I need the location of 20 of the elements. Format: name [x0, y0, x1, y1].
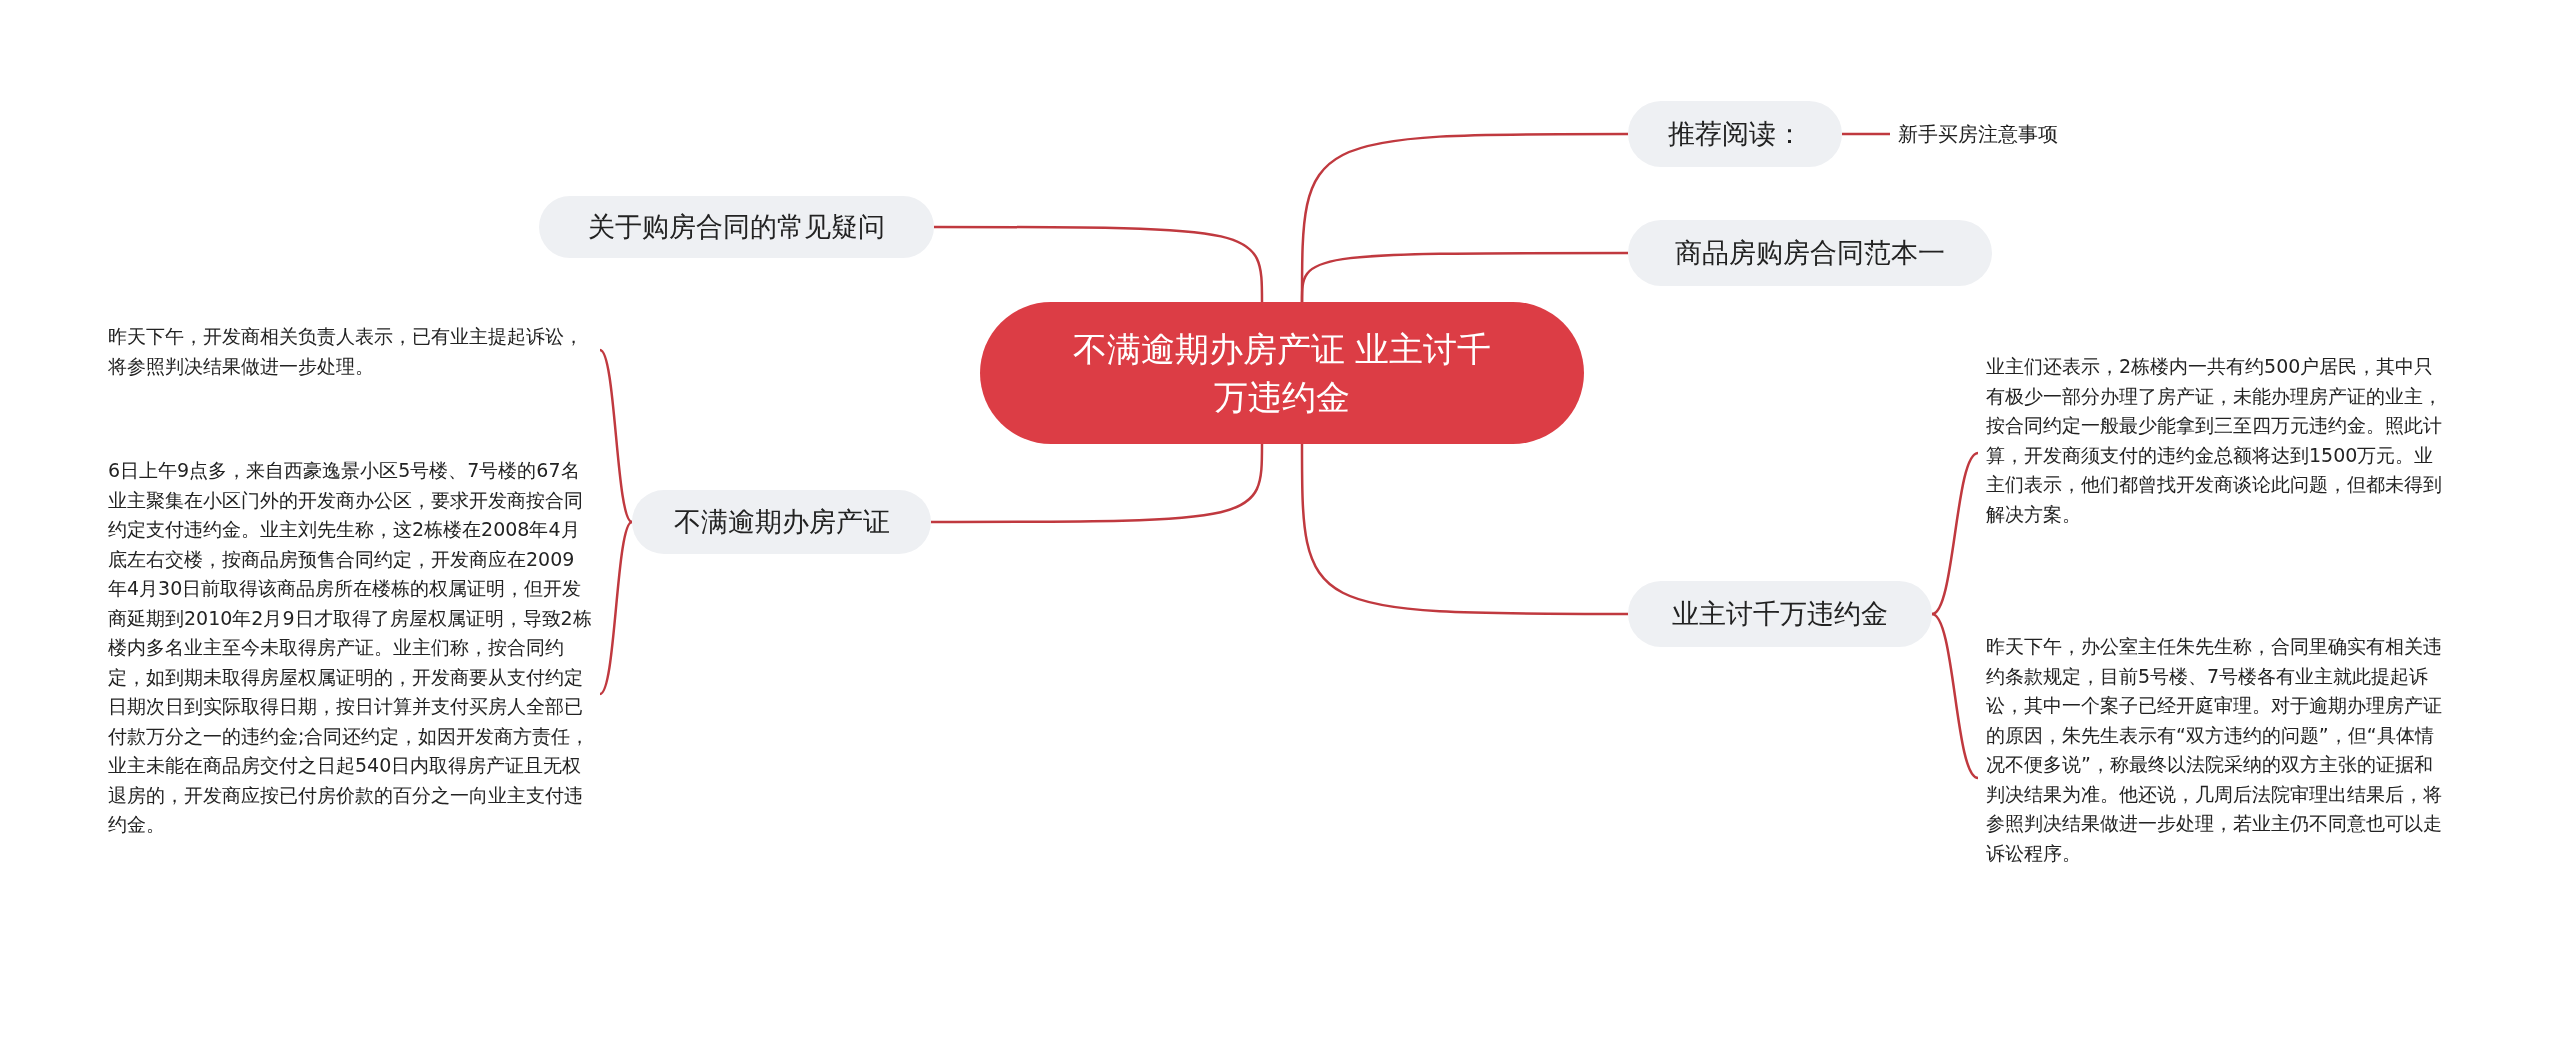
connector-line [1931, 612, 1979, 780]
topic-pill: 关于购房合同的常见疑问 [539, 196, 934, 258]
connector-line [1300, 251, 1628, 303]
connector-line [934, 225, 1264, 302]
paragraph-text: 6日上午9点多，来自西豪逸景小区5号楼、7号楼的67名业主聚集在小区门外的开发商办公区，要求开发商按合同约定支付违约金。业主刘先生称，这2栋楼在2008年4月底左右交楼，按商品房预售合同约定，开发商应在2009年4月30日前取得该商品房所在楼栋的权属证明，但开发商延期到2010年2月9日才取得了房屋权属证明，导致2栋楼内多名业主至今未取得房产证。业主们称，按合同约定，如到期未取得房屋权属证明的，开发商要从支付约定日期次日到实际取得日期，按日计算并支付买房人全部已付款万分之一的违约金;合同还约定，如因开发商方责任，业主未能在商品房交付之日起540日内取得房产证且无权退房的，开发商应按已付房价款的百分之一向业主支付违约金。 [100, 452, 600, 936]
paragraph-text: 昨天下午，办公室主任朱先生称，合同里确实有相关违约条款规定，目前5号楼、7号楼各有业主就此提起诉讼，其中一个案子已经开庭审理。对于逾期办理房产证的原因，朱先生表示有“双方违约的问题”，但“具体情况不便多说”，称最终以法院采纳的双方主张的证据和判决结果为准。他还说，几周后法院审理出结果后，将参照判决结果做进一步处理，若业主仍不同意也可以走诉讼程序。 [1978, 628, 2458, 928]
connector-line [1931, 451, 1979, 616]
connector-line [599, 521, 633, 695]
paragraph-text: 昨天下午，开发商相关负责人表示，已有业主提起诉讼，将参照判决结果做进一步处理。 [100, 318, 600, 382]
central-topic: 不满逾期办房产证 业主讨千万违约金 [980, 302, 1584, 444]
topic-pill: 商品房购房合同范本一 [1628, 220, 1992, 286]
paragraph-text: 业主们还表示，2栋楼内一共有约500户居民，其中只有极少一部分办理了房产证，未能办理房产证的业主，按合同约定一般最少能拿到三至四万元违约金。照此计算，开发商须支付的违约金总额将达到1500万元。业主们表示，他们都曾找开发商谈论此问题，但都未得到解决方案。 [1978, 348, 2458, 558]
connector-line [599, 349, 633, 523]
topic-pill: 推荐阅读： [1628, 101, 1842, 167]
topic-pill: 业主讨千万违约金 [1628, 581, 1932, 647]
connector-line [1842, 132, 1890, 136]
connector-line [1300, 444, 1628, 616]
topic-pill: 不满逾期办房产证 [632, 490, 931, 554]
leaf-text: 新手买房注意事项 [1890, 118, 2100, 150]
connector-line [931, 444, 1264, 524]
